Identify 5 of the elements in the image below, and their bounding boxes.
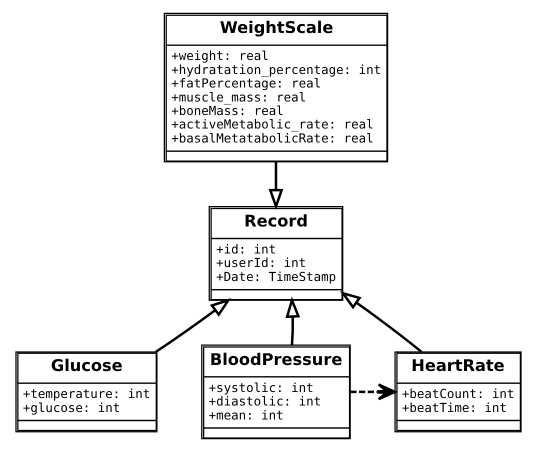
arrow xyxy=(340,291,422,353)
arrow xyxy=(268,162,284,210)
arrow xyxy=(285,296,300,345)
arrow xyxy=(350,383,396,400)
arrow xyxy=(155,298,232,353)
